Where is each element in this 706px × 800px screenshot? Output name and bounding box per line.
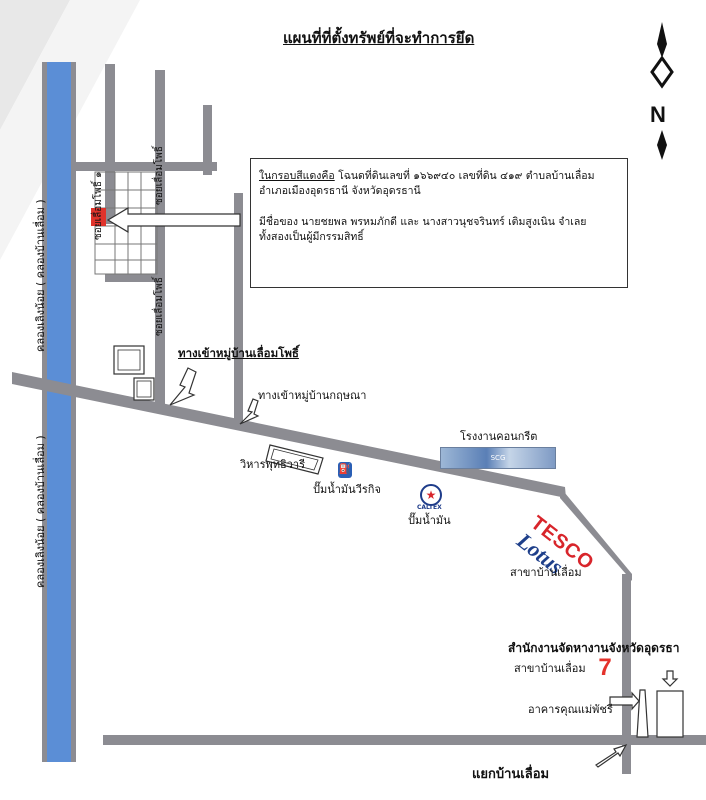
soi-road-middle <box>155 70 165 410</box>
main-road-south <box>622 574 631 774</box>
info-line-1-prefix: ในกรอบสีแดงคือ <box>259 170 335 182</box>
village-entrance-1-label: ทางเข้าหมู่บ้านเลื่อมโพธิ์ <box>178 346 299 360</box>
seven-eleven-logo: 7 <box>598 654 612 681</box>
info-line-3: มีชื่อของ นายชยพล พรหมภักดี และ นางสาวนุ… <box>259 216 587 228</box>
caltex-logo-text: CALTEX <box>417 504 442 511</box>
caltex-star-icon: ★ <box>420 484 442 506</box>
entrance-arrow-2 <box>239 398 260 425</box>
canal-label-upper: คลองเลิงน้อย ( คลองบ้านเลื่อม ) <box>34 199 47 352</box>
page-title: แผนที่ที่ตั้งทรัพย์ที่จะทำการยึด <box>283 29 475 47</box>
main-road <box>12 372 566 498</box>
village-buildings <box>113 345 155 401</box>
pointer-arrow <box>106 206 241 234</box>
office-label: สำนักงานจัดหางานจังหวัดอุดรธา <box>508 641 680 655</box>
gas-station-2-label: ปั๊มน้ำมัน <box>408 514 451 527</box>
gas-station-1-label: ปั๊มน้ำมันวีรกิจ <box>313 483 381 496</box>
info-line-2: อำเภอเมืองอุดรธานี จังหวัดอุดรธานี <box>259 185 421 197</box>
building-label: อาคารคุณแม่พัชรี <box>528 703 613 716</box>
gas-pump-icon: ⛽ <box>338 462 352 478</box>
building-arrow <box>609 691 640 711</box>
office-branch-label: สาขาบ้านเลื่อม <box>514 662 586 675</box>
entrance-arrow-1 <box>169 367 197 406</box>
intersection-label: แยกบ้านเลื่อม <box>472 767 550 782</box>
bottom-road <box>103 735 706 745</box>
soi-road-lower <box>105 274 165 282</box>
info-box: ในกรอบสีแดงคือ โฉนดที่ดินเลขที่ ๑๖๖๙๔๐ เ… <box>250 158 628 288</box>
canal <box>42 62 76 762</box>
north-arrow-icon <box>650 22 674 160</box>
target-plot <box>91 208 106 226</box>
info-line-1: ในกรอบสีแดงคือ โฉนดที่ดินเลขที่ ๑๖๖๙๔๐ เ… <box>259 169 619 184</box>
north-letter: N <box>650 102 666 127</box>
info-line-1-rest: โฉนดที่ดินเลขที่ ๑๖๖๙๔๐ เลขที่ดิน ๔๑๙ ตำ… <box>334 170 595 182</box>
soi-road-left <box>105 64 115 224</box>
village-entrance-2-label: ทางเข้าหมู่บ้านกฤษณา <box>258 389 367 402</box>
canal-label-lower: คลองเลิงน้อย ( คลองบ้านเลื่อม ) <box>34 435 47 588</box>
soi-bottom-label: ซอยเลื่อมโพธิ์ <box>154 277 165 336</box>
concrete-plant-label: โรงงานคอนกรีต <box>460 430 538 443</box>
soi-road-horizontal <box>72 162 217 171</box>
main-road-bend <box>560 487 632 581</box>
concrete-plant-sign: SCG <box>440 447 556 469</box>
intersection-arrow <box>595 743 628 768</box>
info-line-4: ทั้งสองเป็นผู้มีกรรมสิทธิ์ <box>259 231 364 243</box>
soi-1-label: ซอยเลื่อมโพธิ์ ๑ <box>93 171 104 240</box>
soi-top-label: ซอยเลื่อมโพธิ์ <box>154 146 165 205</box>
office-arrow <box>661 670 679 687</box>
temple-label: วิหารพุทธิวารี <box>240 458 305 471</box>
office-building <box>636 689 684 738</box>
tesco-branch-label: สาขาบ้านเลื่อม <box>510 566 582 579</box>
soi-road-east <box>234 193 243 423</box>
temple-building <box>265 444 324 475</box>
soi-road-right <box>203 105 212 175</box>
